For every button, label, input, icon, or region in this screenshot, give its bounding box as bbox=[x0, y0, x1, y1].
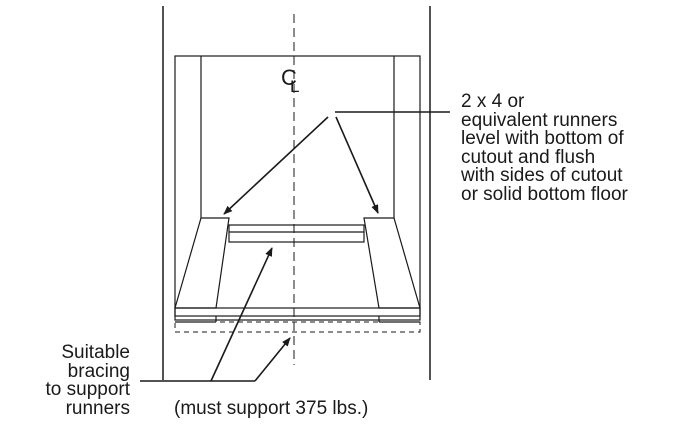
right-runner bbox=[363, 217, 421, 309]
bracing-line: runners bbox=[65, 397, 130, 419]
bracing-line: bracing bbox=[67, 360, 130, 382]
runners-line: or solid bottom floor bbox=[461, 183, 628, 205]
bracing-line: Suitable bbox=[61, 342, 130, 363]
left-runner bbox=[174, 217, 230, 309]
bracing-line: to support bbox=[45, 379, 131, 400]
centerline-c: C bbox=[281, 65, 297, 90]
runners-line: cutout and flush bbox=[461, 146, 596, 168]
runners-line: equivalent runners bbox=[461, 109, 618, 131]
solid-floor-dashed bbox=[174, 321, 421, 333]
runners-callout: 2 x 4 or equivalent runners level with b… bbox=[461, 91, 628, 205]
bracing-bar bbox=[228, 224, 365, 243]
support-callout: (must support 375 lbs.) bbox=[174, 398, 369, 419]
cutout-outline bbox=[174, 55, 421, 321]
bracing-arrow-floor bbox=[254, 337, 291, 382]
centerline-l: L bbox=[290, 77, 300, 96]
bracing-arrow-up bbox=[210, 247, 273, 382]
runners-arrow-right bbox=[335, 116, 379, 214]
floor-plate bbox=[174, 307, 421, 317]
runners-line: 2 x 4 or bbox=[461, 91, 525, 112]
bracing-callout: Suitable bracing to support runners bbox=[0, 342, 131, 419]
runners-line: level with bottom of bbox=[461, 128, 624, 149]
runners-line: with sides of cutout bbox=[461, 165, 623, 186]
runners-arrow-left bbox=[223, 116, 329, 215]
